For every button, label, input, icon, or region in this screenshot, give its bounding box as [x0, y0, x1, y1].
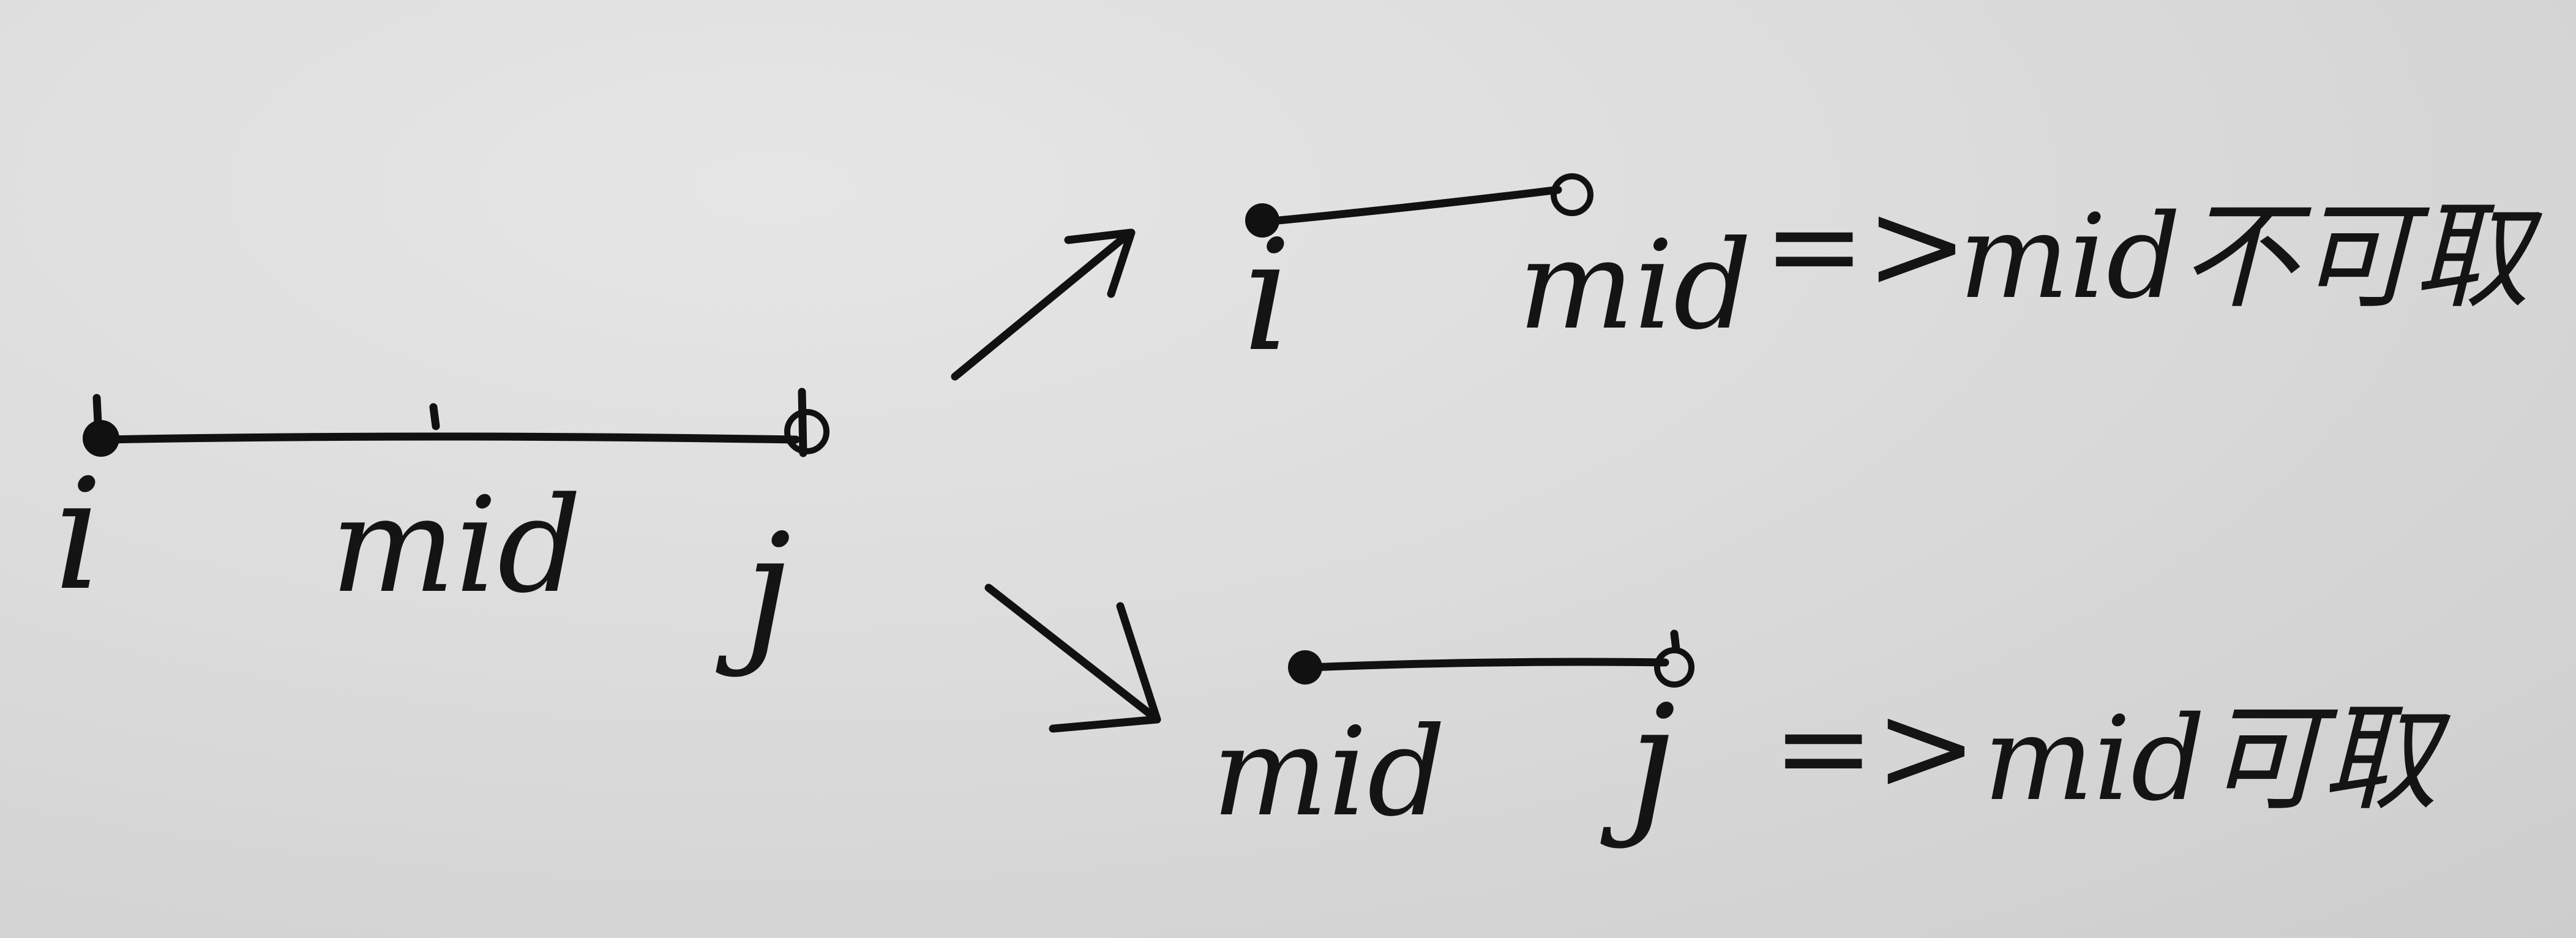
lower-right-tick [1670, 629, 1680, 653]
main-left-label: i [54, 446, 103, 624]
upper-right-endpoint [1551, 173, 1593, 216]
lower-case: mid j => mid可取 [1212, 629, 2451, 850]
upper-implies-arrow: => [1763, 174, 1968, 317]
lower-implies-arrow: => [1772, 677, 1977, 819]
lower-conclusion: mid可取 [1983, 691, 2451, 827]
main-segment-mid-tick [429, 403, 440, 430]
main-segment: i mid j [54, 388, 829, 679]
lower-right-label: j [1600, 672, 1676, 850]
upper-branch-arrow [951, 228, 1136, 381]
main-segment-line [99, 432, 800, 444]
upper-left-endpoint [1245, 203, 1279, 238]
lower-left-label: mid [1212, 701, 1446, 844]
lower-branch-arrow [984, 583, 1161, 733]
main-segment-left-tick [92, 394, 103, 451]
main-segment-right-tick [798, 388, 807, 457]
main-mid-label: mid [331, 468, 582, 622]
upper-left-label: i [1243, 207, 1292, 385]
upper-conclusion: mid不可取 [1959, 189, 2543, 325]
lower-left-endpoint [1288, 650, 1322, 685]
upper-case: i mid => mid不可取 [1243, 173, 2543, 385]
main-right-label: j [716, 501, 792, 679]
upper-segment-line [1262, 186, 1562, 226]
upper-right-label: mid [1518, 214, 1752, 357]
lower-segment-line [1305, 658, 1669, 672]
